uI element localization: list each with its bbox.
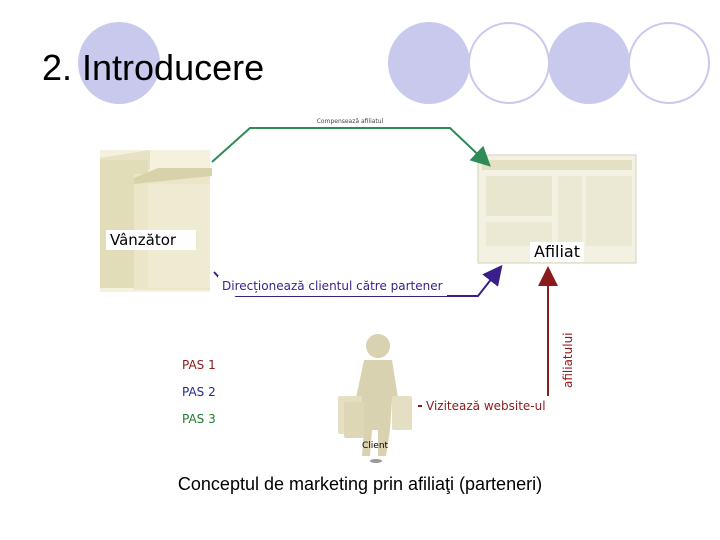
decor-circle xyxy=(628,22,710,104)
client-label: Client xyxy=(362,441,389,451)
steps-panel xyxy=(170,350,232,436)
redirect-label: Direcționează clientul către partener xyxy=(218,276,447,296)
visit-label: Vizitează website-ul xyxy=(422,396,550,416)
affiliate-label: Afiliat xyxy=(530,242,584,262)
slide-title: 2. Introducere xyxy=(42,47,265,88)
vertical-label: afiliatului xyxy=(561,332,575,388)
decor-circle xyxy=(468,22,550,104)
client-figure-image xyxy=(338,334,412,463)
step-2: PAS 2 xyxy=(182,385,216,399)
vendor-building-image xyxy=(100,150,212,292)
slide-caption: Conceptul de marketing prin afiliaţi (pa… xyxy=(177,474,543,494)
step-1: PAS 1 xyxy=(182,358,216,372)
decor-circle xyxy=(78,22,160,104)
top-arrow-label: Compensează afiliatul xyxy=(317,118,384,125)
step-3: PAS 3 xyxy=(182,412,216,426)
decor-circle xyxy=(548,22,630,104)
compensate-arrow xyxy=(211,127,491,167)
decor-circle xyxy=(388,22,470,104)
vendor-label: Vânzător xyxy=(106,230,196,250)
